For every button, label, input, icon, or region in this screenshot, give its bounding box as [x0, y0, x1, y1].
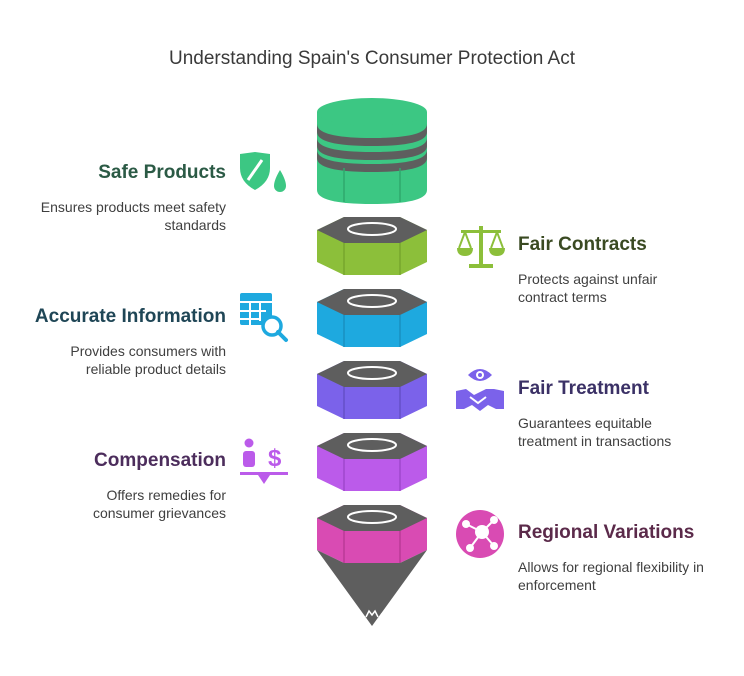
- network-node-icon: [456, 510, 504, 558]
- shield-drop-icon: [240, 152, 286, 192]
- stack-segment-safe-products: [317, 98, 427, 204]
- handshake-eye-icon: [456, 369, 504, 411]
- table-search-icon: [240, 293, 288, 342]
- stack-segment-compensation: [317, 433, 427, 491]
- description-safe-products: Ensures products meet safety standards: [40, 199, 226, 233]
- heading-compensation: Compensation: [94, 450, 226, 471]
- description-accurate-information: Provides consumers with reliable product…: [70, 343, 226, 377]
- heading-regional-variations: Regional Variations: [518, 522, 695, 543]
- heading-fair-treatment: Fair Treatment: [518, 378, 649, 399]
- description-fair-contracts: Protects against unfair contract terms: [518, 271, 658, 305]
- description-compensation: Offers remedies for consumer grievances: [92, 487, 226, 521]
- person-dollar-icon: $: [240, 438, 288, 484]
- stack-segment-fair-contracts: [317, 217, 427, 275]
- svg-text:$: $: [268, 445, 282, 472]
- stack-segment-accurate-information: [317, 289, 427, 347]
- heading-safe-products: Safe Products: [98, 162, 226, 183]
- heading-accurate-information: Accurate Information: [34, 306, 226, 327]
- description-regional-variations: Allows for regional flexibility in enfor…: [518, 559, 704, 593]
- scales-icon: [457, 226, 505, 268]
- page-title: Understanding Spain's Consumer Protectio…: [168, 48, 575, 69]
- stack-segment-fair-treatment: [317, 361, 427, 419]
- heading-fair-contracts: Fair Contracts: [518, 234, 647, 255]
- description-fair-treatment: Guarantees equitable treatment in transa…: [518, 415, 672, 449]
- stack-segment-regional-variations: [317, 505, 427, 626]
